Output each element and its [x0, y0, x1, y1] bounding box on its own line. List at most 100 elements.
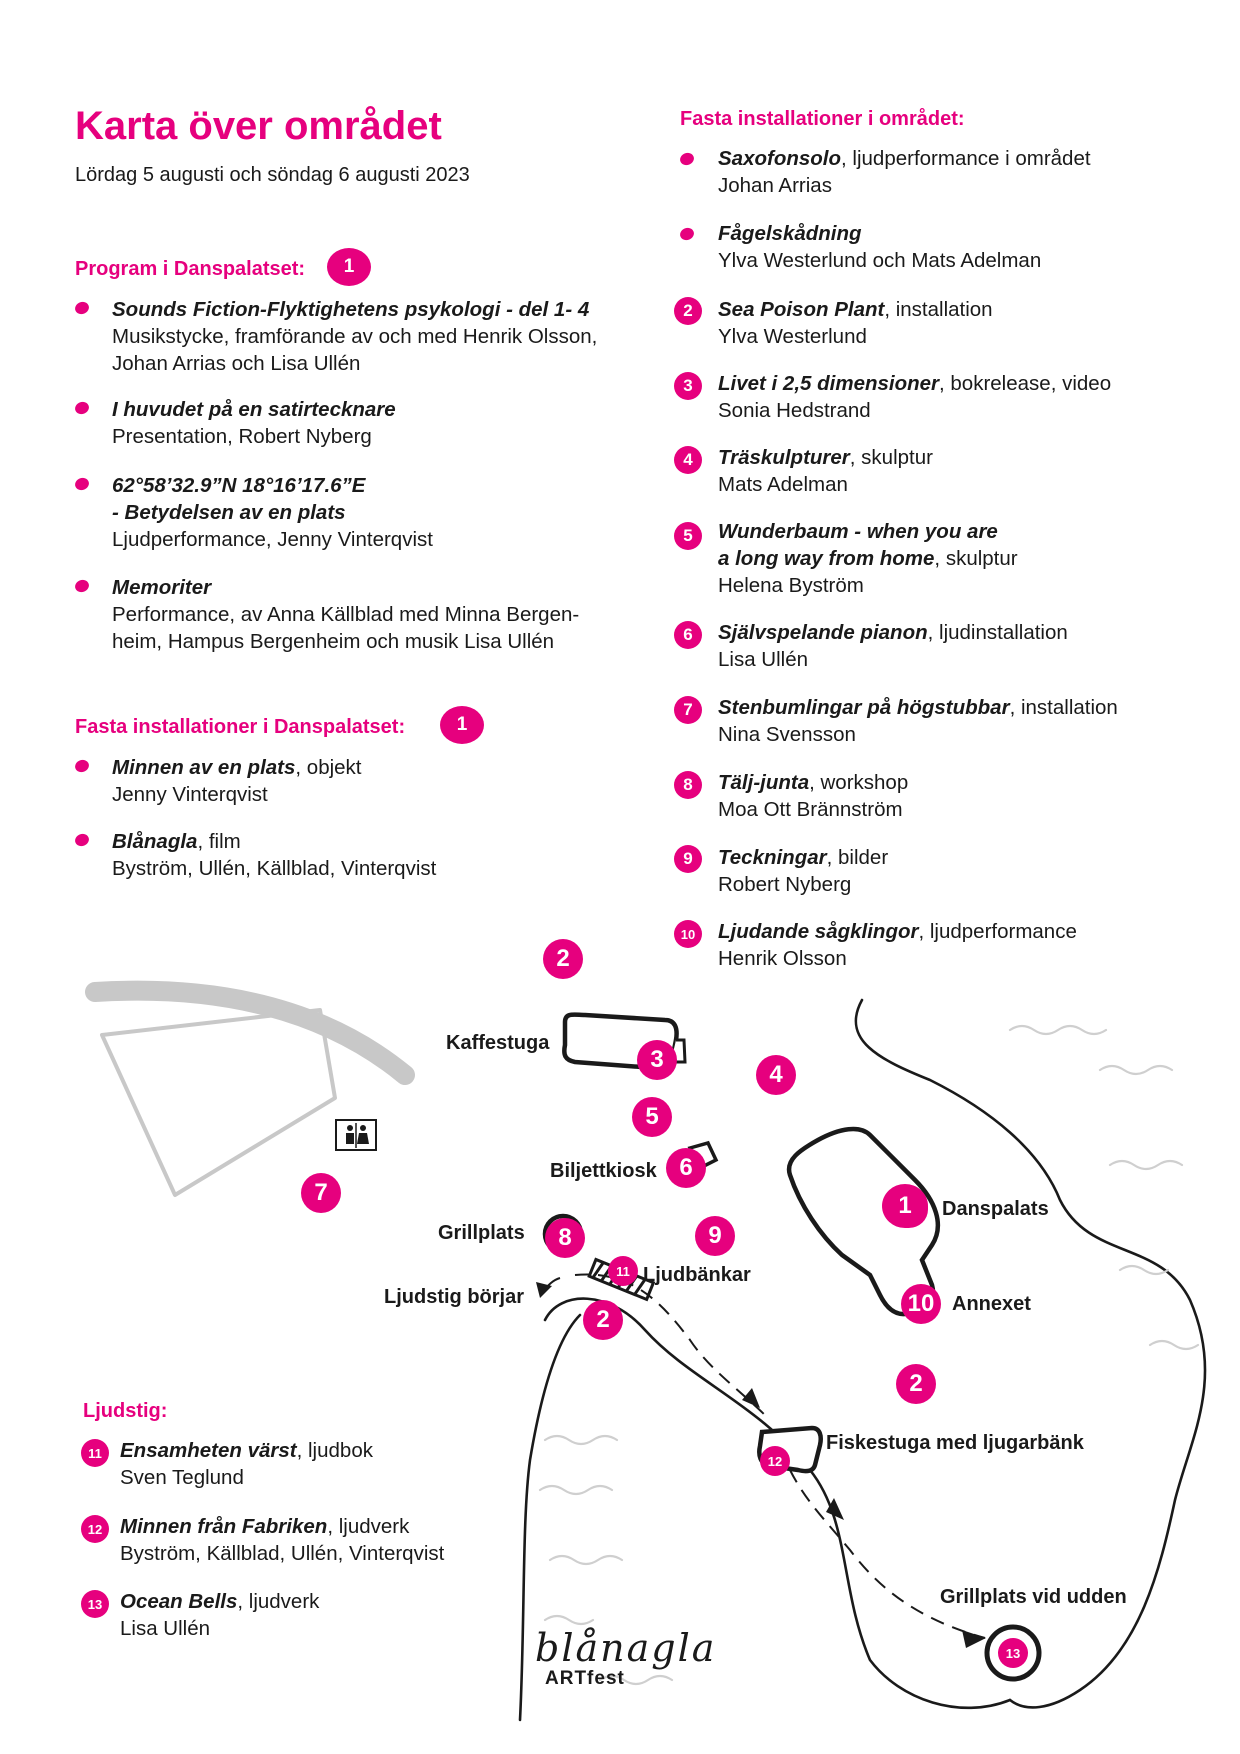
fasta-omr-item: Tälj-junta, workshop Moa Ott Brännström — [718, 769, 908, 823]
page-subtitle: Lördag 5 augusti och söndag 6 augusti 20… — [75, 164, 470, 186]
list-number-badge: 8 — [674, 771, 702, 799]
item-line: Mats Adelman — [718, 473, 848, 496]
map-label-ljudbankar: Ljudbänkar — [643, 1264, 751, 1286]
item-type: , ljudverk — [237, 1590, 320, 1613]
fasta-omr-item: Stenbumlingar på högstubbar, installatio… — [718, 694, 1118, 748]
map-marker-1: 1 — [882, 1184, 928, 1228]
item-type: , bokrelease, video — [939, 372, 1112, 395]
map-marker-9: 9 — [695, 1216, 735, 1256]
item-type: , ljudinstallation — [927, 621, 1068, 644]
map-label-annexet: Annexet — [952, 1293, 1031, 1315]
arrow-head-icon — [536, 1282, 552, 1298]
program-item: 62°58’32.9”N 18°16’17.6”E - Betydelsen a… — [112, 472, 433, 553]
wave — [538, 1484, 614, 1496]
arrow-head-icon — [742, 1388, 760, 1408]
map-label-kaffestuga: Kaffestuga — [446, 1032, 550, 1054]
map-marker-3: 3 — [637, 1040, 677, 1080]
map-label-ljudstig-borjar: Ljudstig börjar — [384, 1286, 524, 1308]
item-type: , installation — [1009, 696, 1118, 719]
fasta-dans-badge: 1 — [440, 706, 484, 744]
item-type: , workshop — [809, 771, 909, 794]
item-line: Moa Ott Brännström — [718, 798, 903, 821]
item-title: Ocean Bells — [120, 1590, 238, 1613]
arrow-head-icon — [962, 1630, 986, 1648]
program-item-title: I huvudet på en satirtecknare — [112, 398, 396, 421]
arrow-head-icon — [826, 1498, 844, 1520]
map-marker-11: 11 — [608, 1256, 638, 1286]
item-line: Nina Svensson — [718, 723, 856, 746]
list-number-badge: 7 — [674, 696, 702, 724]
program-item-title: 62°58’32.9”N 18°16’17.6”E — [112, 474, 366, 497]
shoreline — [854, 998, 1207, 1709]
item-title: Träskulpturer — [718, 446, 850, 469]
program-item-line: Johan Arrias och Lisa Ullén — [112, 352, 361, 375]
fasta-dans-item: Minnen av en plats, objekt Jenny Vinterq… — [112, 754, 362, 808]
fasta-omr-item: Livet i 2,5 dimensioner, bokrelease, vid… — [718, 370, 1111, 424]
item-title: Stenbumlingar på högstubbar — [718, 696, 1010, 719]
item-title: Tälj-junta — [718, 771, 810, 794]
list-number-badge: 12 — [81, 1515, 109, 1543]
program-item: Sounds Fiction-Flyktighetens psykologi -… — [112, 296, 597, 377]
program-badge: 1 — [327, 248, 371, 286]
wave — [1118, 1264, 1170, 1276]
item-line: Robert Nyberg — [718, 873, 852, 896]
map-label-danspalats: Danspalats — [942, 1198, 1049, 1220]
item-title: Självspelande pianon — [718, 621, 928, 644]
fasta-omr-item: Teckningar, bilder Robert Nyberg — [718, 844, 888, 898]
item-type: , ljudverk — [327, 1515, 410, 1538]
ljudstig-item: Minnen från Fabriken, ljudverk Byström, … — [120, 1513, 444, 1567]
item-title: Livet i 2,5 dimensioner — [718, 372, 940, 395]
map-marker-2: 2 — [543, 939, 583, 979]
map-marker-4: 4 — [756, 1055, 796, 1095]
map-marker-5: 5 — [632, 1097, 672, 1137]
program-item-title: Memoriter — [112, 576, 212, 599]
item-title: Fågelskådning — [718, 222, 862, 245]
item-type: , skulptur — [934, 547, 1018, 570]
item-title: Wunderbaum - when you are — [718, 520, 998, 543]
fasta-omr-item: Ljudande sågklingor, ljudperformance Hen… — [718, 918, 1077, 972]
program-item: I huvudet på en satirtecknare Presentati… — [112, 396, 396, 450]
map-label-biljettkiosk: Biljettkiosk — [550, 1160, 657, 1182]
item-line: Helena Byström — [718, 574, 864, 597]
program-item-line: Performance, av Anna Källblad med Minna … — [112, 603, 580, 626]
map-marker-12: 12 — [760, 1446, 790, 1476]
map-marker-7: 7 — [301, 1173, 341, 1213]
item-line: Sonia Hedstrand — [718, 399, 871, 422]
toilet-icon — [335, 1119, 377, 1151]
program-item: Memoriter Performance, av Anna Källblad … — [112, 574, 579, 655]
program-item-line: Ljudperformance, Jenny Vinterqvist — [112, 528, 433, 551]
map-marker-2: 2 — [583, 1300, 623, 1340]
item-title-cont: a long way from home — [718, 547, 935, 570]
ljudstig-item: Ensamheten värst, ljudbok Sven Teglund — [120, 1437, 373, 1491]
item-line: Ylva Westerlund och Mats Adelman — [718, 249, 1042, 272]
program-item-line: Musikstycke, framförande av och med Henr… — [112, 325, 598, 348]
item-title: Sea Poison Plant — [718, 298, 885, 321]
map-label-grillplats-udden: Grillplats vid udden — [940, 1586, 1127, 1608]
ljudstig-path — [574, 1273, 771, 1421]
item-type: , objekt — [295, 756, 362, 779]
fasta-omr-item: Sea Poison Plant, installation Ylva West… — [718, 296, 993, 350]
item-title: Blånagla — [112, 830, 198, 853]
item-line: Johan Arrias — [718, 174, 832, 197]
item-line: Byström, Källblad, Ullén, Vinterqvist — [120, 1542, 445, 1565]
map-marker-2: 2 — [896, 1364, 936, 1404]
item-type: , bilder — [826, 846, 889, 869]
item-type: , ljudperformance — [918, 920, 1077, 943]
wave — [543, 1434, 619, 1446]
item-line: Byström, Ullén, Källblad, Vinterqvist — [112, 857, 437, 880]
wave — [543, 1614, 595, 1626]
item-line: Henrik Olsson — [718, 947, 847, 970]
list-number-badge: 3 — [674, 372, 702, 400]
item-title: Ensamheten värst — [120, 1439, 297, 1462]
ljudstig-heading: Ljudstig: — [83, 1400, 168, 1422]
fasta-omr-heading: Fasta installationer i området: — [680, 108, 965, 130]
map-marker-8: 8 — [545, 1218, 585, 1258]
wave — [1008, 1024, 1108, 1036]
item-type: , installation — [884, 298, 993, 321]
list-number-badge: 13 — [81, 1590, 109, 1618]
fasta-omr-item: Saxofonsolo, ljudperformance i området J… — [718, 145, 1091, 199]
map-marker-6: 6 — [666, 1148, 706, 1188]
page-title: Karta över området — [75, 104, 442, 148]
water-waves — [538, 1024, 1200, 1686]
fasta-omr-item: Självspelande pianon, ljudinstallation L… — [718, 619, 1068, 673]
